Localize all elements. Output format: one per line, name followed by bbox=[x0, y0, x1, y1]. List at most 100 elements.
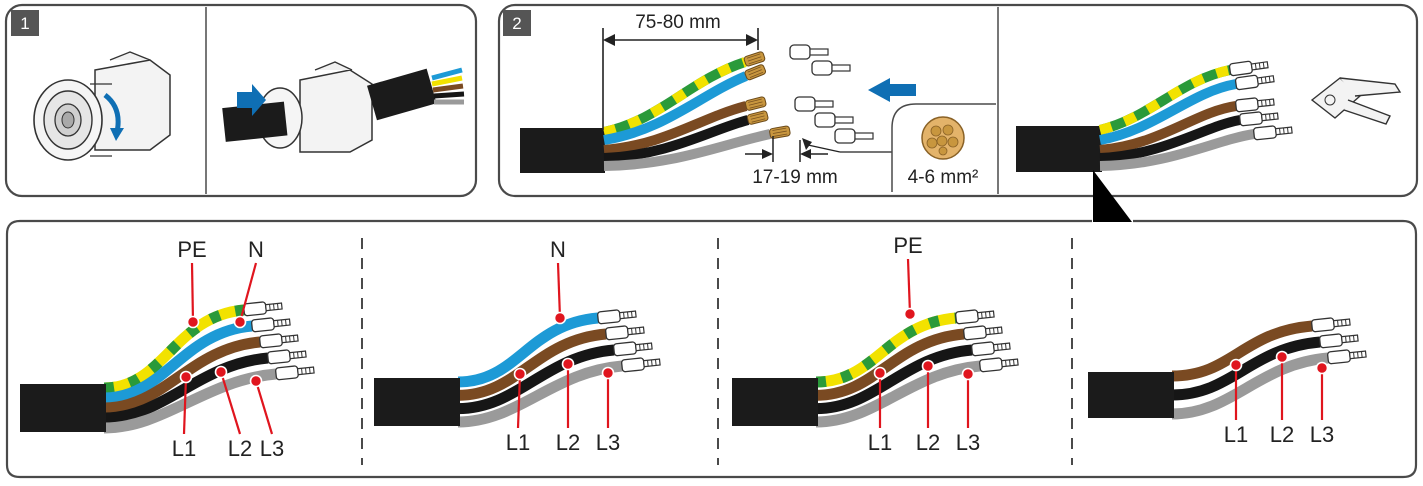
marker-l2 bbox=[921, 359, 935, 373]
stripped-cable-illustration bbox=[520, 50, 792, 173]
marker-l3 bbox=[1315, 361, 1329, 375]
step1-badge-text: 1 bbox=[20, 14, 29, 33]
ferrule-icon bbox=[1318, 331, 1360, 349]
label-l3: L3 bbox=[260, 436, 284, 461]
marker-n bbox=[553, 311, 567, 325]
wire-l1 bbox=[457, 328, 607, 401]
wiring-variant: PE L1 L2 L3 bbox=[732, 233, 1020, 455]
step2-panel: 2 75-80 mm bbox=[497, 3, 1419, 222]
ferrule-icon bbox=[970, 339, 1012, 357]
leader-line-l3 bbox=[254, 380, 274, 435]
marker-l1 bbox=[1229, 358, 1243, 372]
marker-n bbox=[233, 315, 247, 329]
ferrule-icon bbox=[978, 355, 1020, 373]
label-pe: PE bbox=[177, 237, 206, 262]
insert-arrow-icon bbox=[868, 78, 916, 102]
marker-pe bbox=[903, 307, 917, 321]
wiring-variant: L1 L2 L3 bbox=[1088, 315, 1368, 447]
marker-l1 bbox=[179, 370, 193, 384]
ferrule-icon bbox=[1326, 347, 1368, 365]
insulation-length-label: 17-19 mm bbox=[752, 167, 838, 188]
label-l2: L2 bbox=[556, 430, 580, 455]
marker-pe bbox=[186, 315, 200, 329]
leader-line-l1 bbox=[516, 373, 522, 429]
label-pe: PE bbox=[893, 233, 922, 258]
marker-l1 bbox=[513, 367, 527, 381]
wire-l2 bbox=[1171, 336, 1321, 401]
leader-line-n bbox=[556, 262, 562, 319]
ferrule-icon bbox=[596, 307, 638, 325]
label-l2: L2 bbox=[916, 430, 940, 455]
wire-l1 bbox=[103, 336, 261, 414]
wire-l2 bbox=[815, 344, 973, 415]
label-n: N bbox=[550, 237, 566, 262]
ferrule-icon bbox=[266, 347, 308, 365]
cable-insertion-illustration bbox=[222, 61, 465, 153]
ferrule-icon bbox=[962, 323, 1004, 341]
cross-section-label: 4-6 mm² bbox=[908, 167, 979, 188]
marker-l3 bbox=[961, 367, 975, 381]
label-l3: L3 bbox=[956, 430, 980, 455]
label-l1: L1 bbox=[1224, 422, 1248, 447]
label-l2: L2 bbox=[1270, 422, 1294, 447]
step2-badge-text: 2 bbox=[512, 14, 521, 33]
wiring-variant: PE N L1 L2 L3 bbox=[20, 237, 316, 461]
pointer-triangle bbox=[1093, 170, 1132, 222]
wire-l2 bbox=[103, 352, 269, 424]
wire-l3 bbox=[457, 360, 623, 428]
push-arrow-icon bbox=[237, 84, 266, 116]
label-l3: L3 bbox=[1310, 422, 1334, 447]
marker-l2 bbox=[214, 365, 228, 379]
ferrule-icon bbox=[1310, 315, 1352, 333]
strip-length-label: 75-80 mm bbox=[635, 12, 721, 33]
marker-l2 bbox=[561, 357, 575, 371]
cross-section-callout: 4-6 mm² bbox=[840, 103, 996, 192]
connector-gland-illustration bbox=[33, 51, 171, 161]
cable-jacket bbox=[374, 378, 460, 426]
step1-badge bbox=[11, 10, 39, 36]
ferrule-icon bbox=[954, 307, 996, 325]
marker-l3 bbox=[249, 374, 263, 388]
marker-l1 bbox=[873, 366, 887, 380]
wire-l3 bbox=[815, 360, 981, 428]
ferrule-icon bbox=[620, 355, 662, 373]
wire-n bbox=[103, 320, 253, 404]
insulation-length-dimension: 17-19 mm bbox=[745, 136, 841, 188]
wire-l2 bbox=[457, 344, 615, 415]
crimping-tool-icon bbox=[1310, 77, 1402, 125]
label-l3: L3 bbox=[596, 430, 620, 455]
label-l2: L2 bbox=[228, 436, 252, 461]
step2-badge bbox=[503, 10, 531, 36]
ferrule-icon bbox=[274, 363, 316, 381]
strip-length-dimension: 75-80 mm bbox=[602, 12, 759, 130]
wire-pe-stripe bbox=[103, 304, 245, 394]
ferrule-icon bbox=[250, 315, 292, 333]
loose-ferrules bbox=[789, 44, 874, 144]
ferrule-icon bbox=[612, 339, 654, 357]
ferrule-icon bbox=[242, 299, 284, 317]
ferrule-icon bbox=[258, 331, 300, 349]
cable-jacket bbox=[732, 378, 818, 426]
wiring-variants-panel bbox=[5, 219, 1418, 479]
leader-line-pe bbox=[906, 258, 912, 315]
wire-pe-stripe bbox=[815, 312, 957, 388]
ferrule-icon bbox=[604, 323, 646, 341]
wire-l1 bbox=[1171, 320, 1313, 382]
cable-jacket bbox=[20, 384, 106, 432]
step1-panel: 1 bbox=[4, 3, 478, 198]
marker-l2 bbox=[1275, 350, 1289, 364]
leader-line-l2 bbox=[219, 371, 242, 435]
marker-l3 bbox=[601, 366, 615, 380]
label-l1: L1 bbox=[868, 430, 892, 455]
label-l1: L1 bbox=[506, 430, 530, 455]
cable-jacket bbox=[1088, 372, 1174, 418]
wire-l1 bbox=[815, 328, 965, 401]
label-l1: L1 bbox=[172, 436, 196, 461]
label-n: N bbox=[248, 237, 264, 262]
leader-line-n bbox=[238, 262, 258, 323]
leader-line-l1 bbox=[182, 376, 188, 435]
crimped-cable-illustration bbox=[1016, 58, 1294, 172]
wiring-variant: N L1 L2 L3 bbox=[374, 237, 662, 455]
leader-line-pe bbox=[190, 262, 195, 323]
